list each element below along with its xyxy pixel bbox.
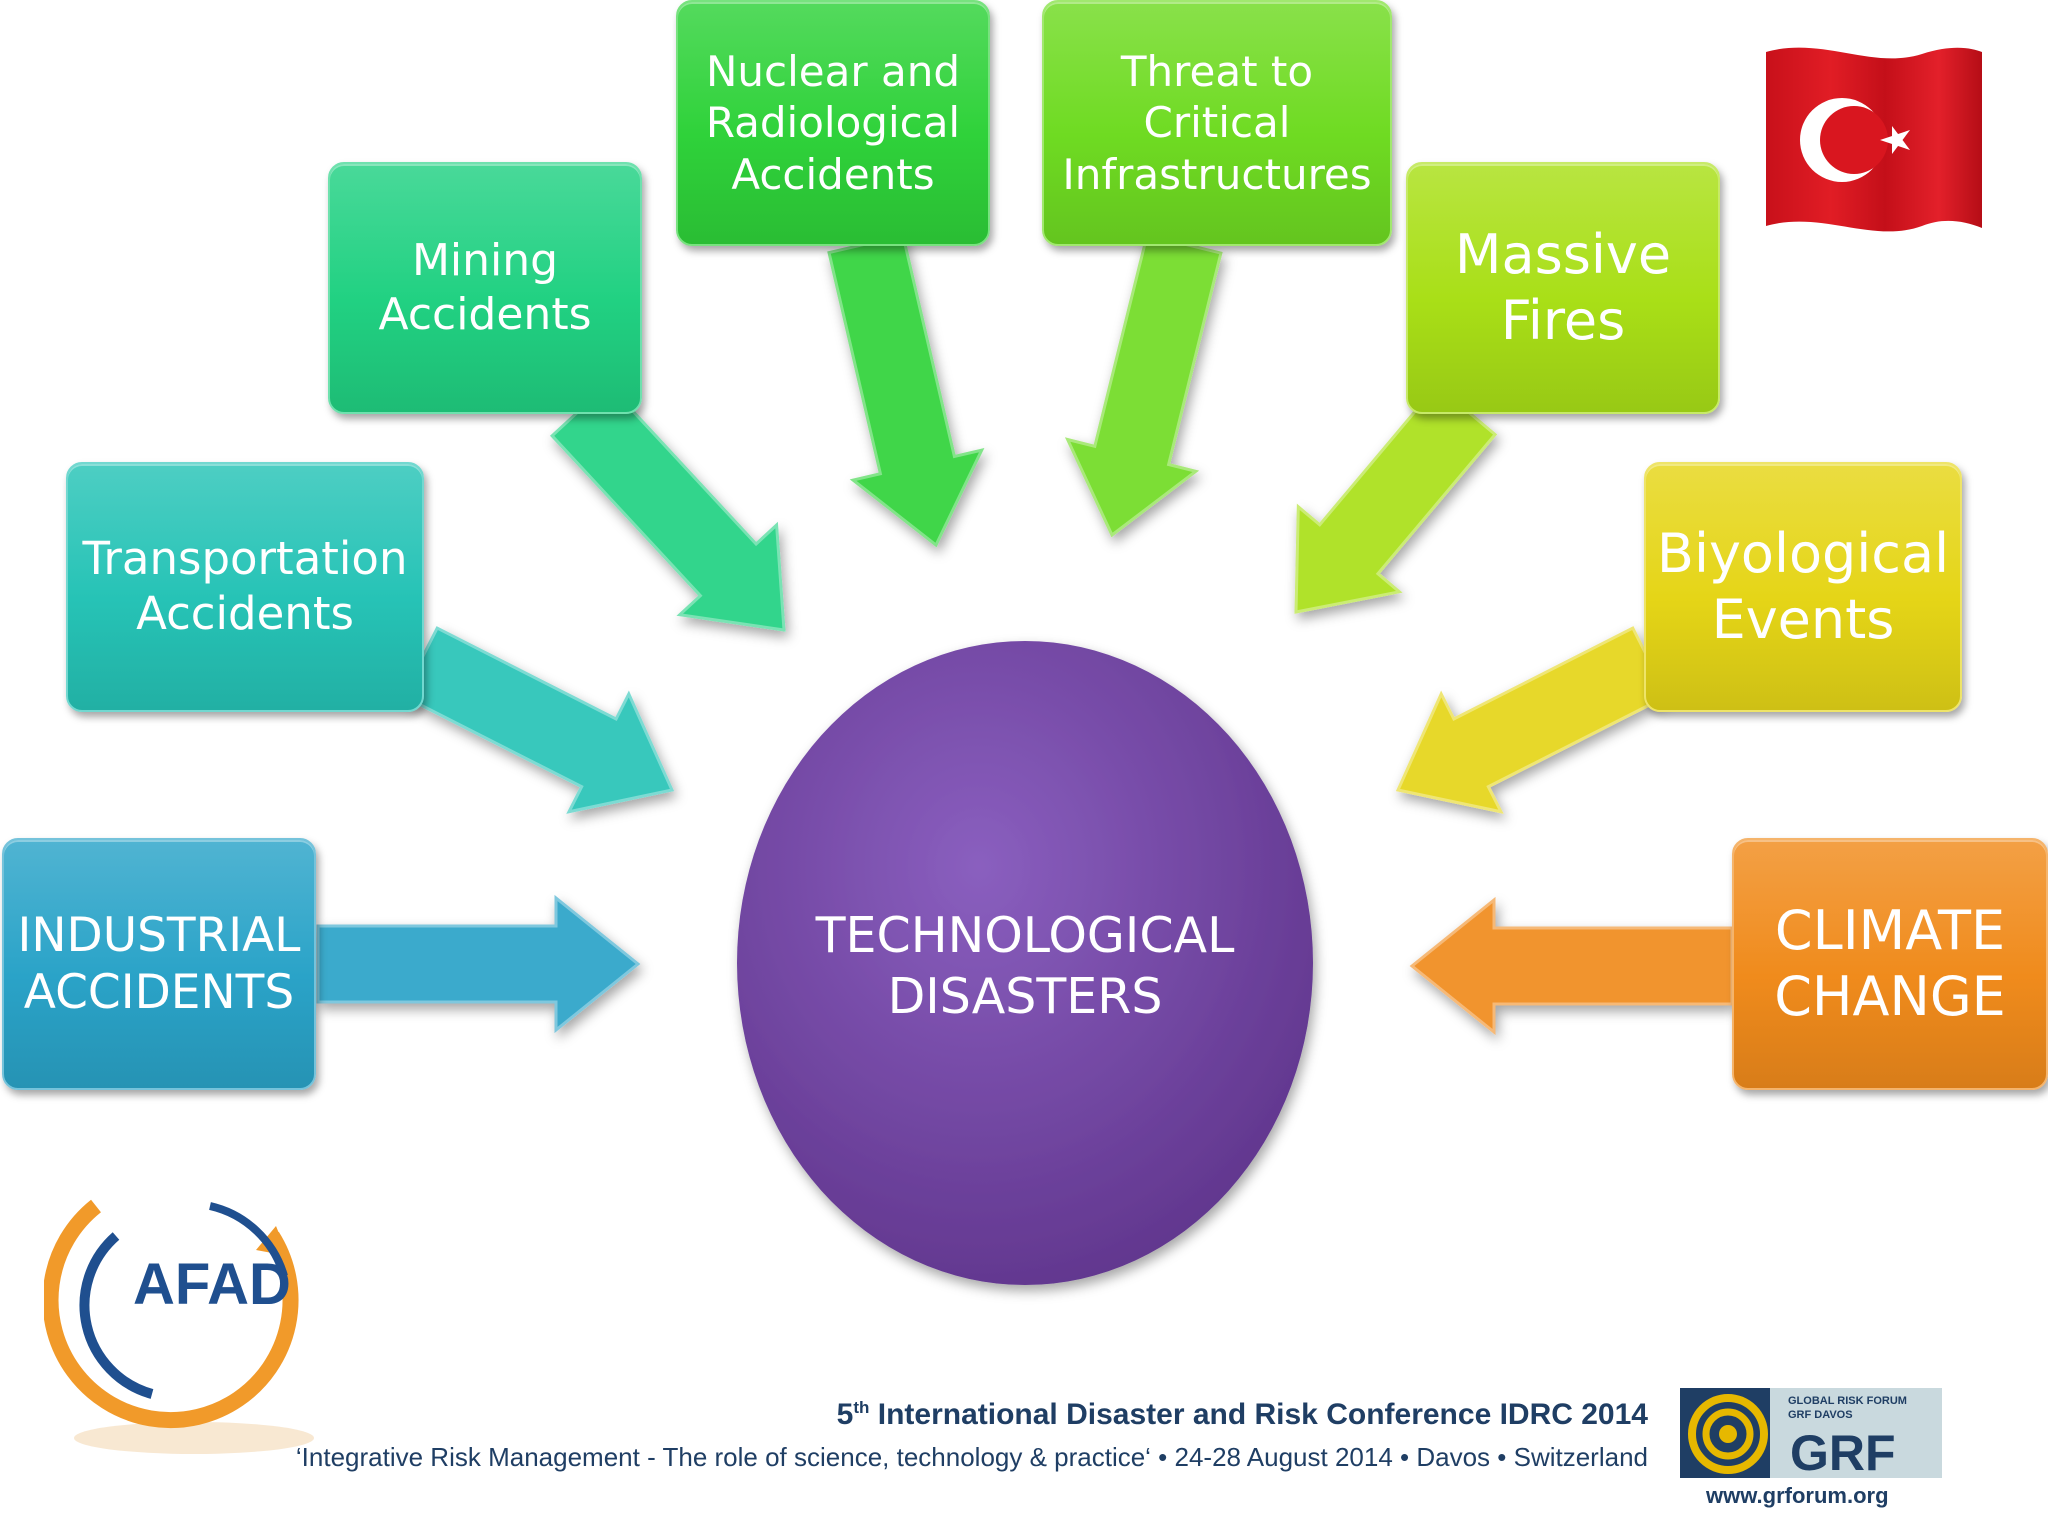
grf-logo-mark: GRF	[1790, 1425, 1896, 1478]
arrow-nuclear	[827, 233, 985, 548]
arrow-transportation	[400, 626, 675, 814]
arrow-climate	[1409, 896, 1734, 1036]
arrow-threat	[1064, 233, 1223, 538]
node-transportation: Transportation Accidents	[66, 462, 424, 712]
conference-title-sup: th	[853, 1398, 870, 1417]
grf-website-link[interactable]: www.grforum.org	[1706, 1483, 1889, 1508]
node-biological-label: Biyological Events	[1656, 522, 1950, 651]
node-threat-label: Threat to Critical Infrastructures	[1062, 47, 1372, 199]
node-threat: Threat to Critical Infrastructures	[1042, 0, 1392, 246]
grf-logo-line2: GRF DAVOS	[1788, 1409, 1853, 1421]
node-nuclear-label: Nuclear and Radiological Accidents	[705, 47, 961, 199]
arrow-fires	[1294, 383, 1498, 614]
node-transportation-label: Transportation Accidents	[82, 532, 408, 640]
node-fires-label: Massive Fires	[1454, 223, 1672, 352]
node-mining: Mining Accidents	[328, 162, 642, 414]
conference-title-number: 5	[836, 1398, 854, 1431]
node-climate: CLIMATE CHANGE	[1732, 838, 2048, 1090]
node-industrial-label: INDUSTRIAL ACCIDENTS	[17, 907, 301, 1020]
node-fires: Massive Fires	[1406, 162, 1720, 414]
node-biological: Biyological Events	[1644, 462, 1962, 712]
arrow-mining	[549, 382, 786, 632]
node-industrial: INDUSTRIAL ACCIDENTS	[2, 838, 316, 1090]
center-circle	[737, 641, 1313, 1285]
arrow-industrial	[316, 894, 641, 1034]
turkish-flag-icon	[1766, 47, 1982, 232]
center-label: TECHNOLOGICAL DISASTERS	[815, 906, 1235, 1025]
node-mining-label: Mining Accidents	[378, 235, 592, 340]
node-nuclear: Nuclear and Radiological Accidents	[676, 0, 990, 246]
conference-title-text: International Disaster and Risk Conferen…	[869, 1398, 1648, 1431]
afad-logo-text: AFAD	[133, 1252, 291, 1317]
arrow-biological	[1395, 626, 1670, 814]
grf-logo-line1: GLOBAL RISK FORUM	[1788, 1395, 1907, 1407]
grf-logo: GLOBAL RISK FORUM GRF DAVOS GRF	[1680, 1388, 1942, 1478]
conference-subtitle: ‘Integrative Risk Management - The role …	[295, 1442, 1648, 1472]
node-climate-label: CLIMATE CHANGE	[1774, 899, 2006, 1028]
afad-logo: AFAD	[44, 1199, 314, 1454]
conference-title: 5th International Disaster and Risk Conf…	[837, 1398, 1648, 1432]
